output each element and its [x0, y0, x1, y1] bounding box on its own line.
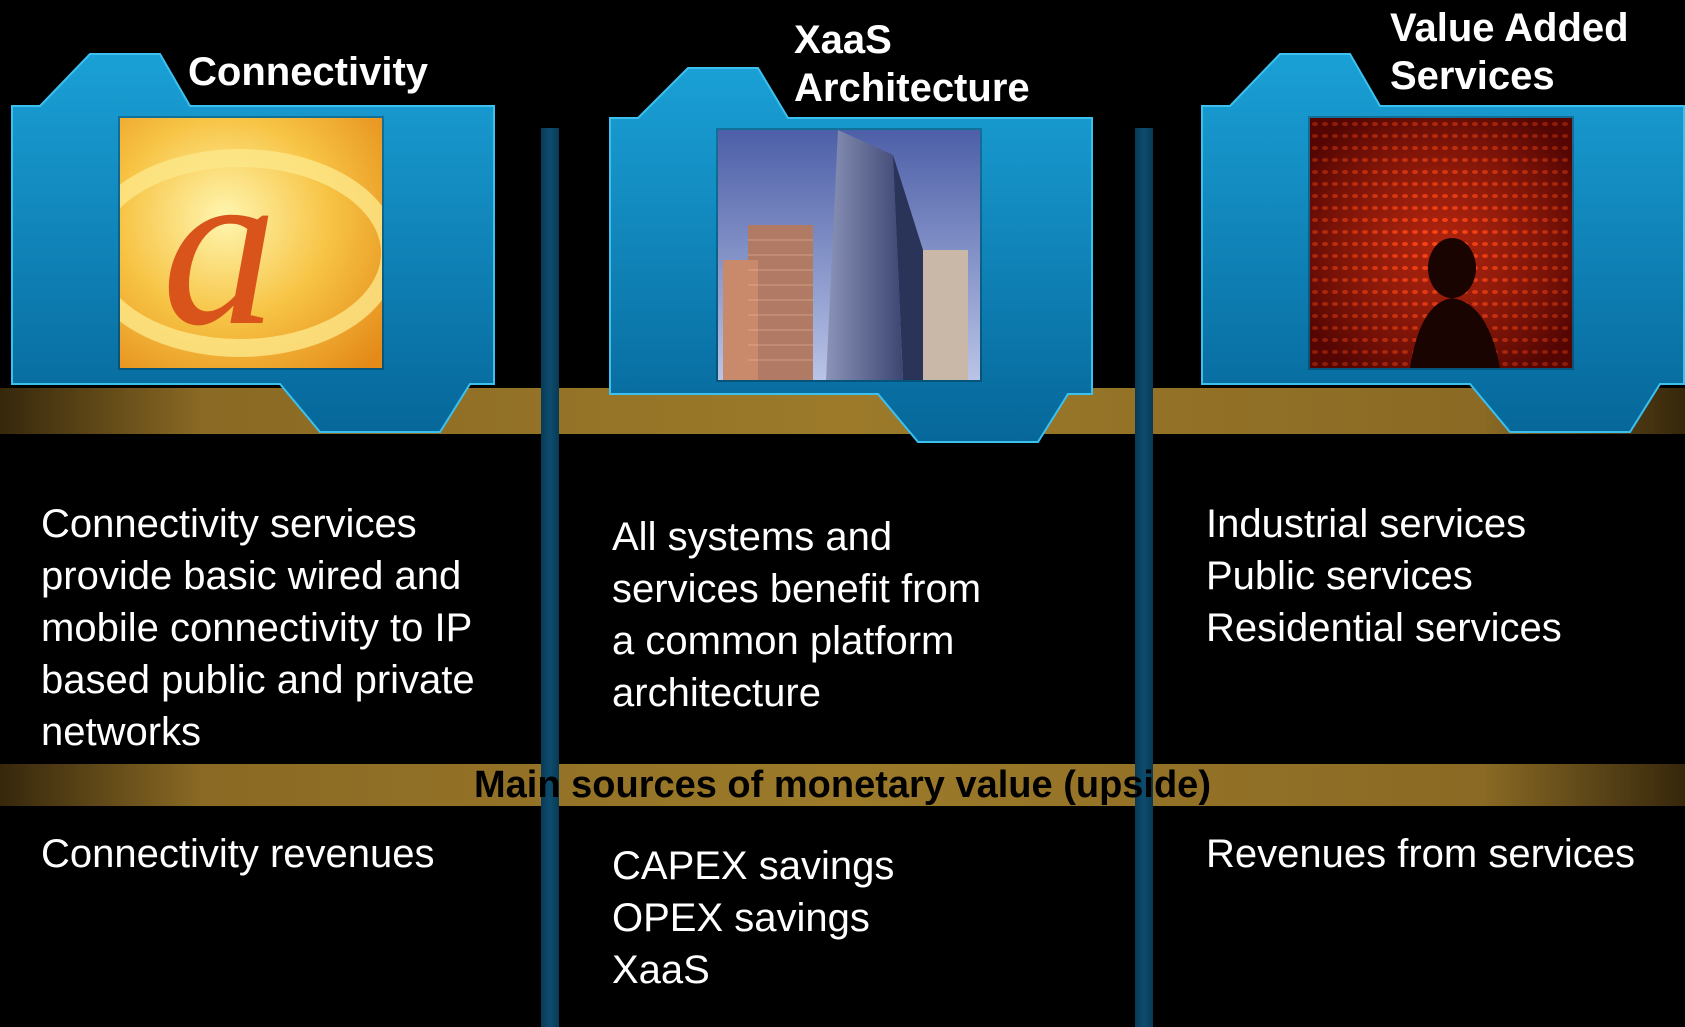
skyscraper-icon — [718, 130, 980, 380]
connectivity-value-sources: Connectivity revenues — [41, 832, 435, 876]
value-gold-band — [0, 764, 1685, 806]
value-added-description: Industrial services Public services Resi… — [1206, 502, 1562, 650]
svg-text:a: a — [162, 118, 277, 368]
folder-value-added-services: Value Added Services — [1200, 6, 1685, 434]
monetary-value-heading: Main sources of monetary value (upside) — [474, 764, 1211, 806]
folder-connectivity: Connectivity a — [10, 50, 496, 434]
led-wall-silhouette-icon — [1310, 118, 1572, 368]
folder-xaas-architecture: XaaS Architecture — [608, 18, 1094, 444]
folder-title: Connectivity — [188, 50, 429, 94]
top-gold-band — [0, 388, 1685, 434]
column-divider-2 — [1135, 128, 1153, 1027]
at-sign-icon: a — [120, 118, 382, 368]
xaas-description: All systems and services benefit from a … — [612, 515, 982, 715]
folder-title: XaaS Architecture — [794, 18, 1030, 110]
connectivity-description: Connectivity services provide basic wire… — [41, 502, 475, 754]
value-added-value-sources: Revenues from services — [1206, 832, 1636, 876]
column-divider-1 — [541, 128, 559, 1027]
xaas-value-sources: CAPEX savings OPEX savings XaaS — [612, 844, 895, 992]
folder-title: Value Added Services — [1390, 6, 1629, 98]
